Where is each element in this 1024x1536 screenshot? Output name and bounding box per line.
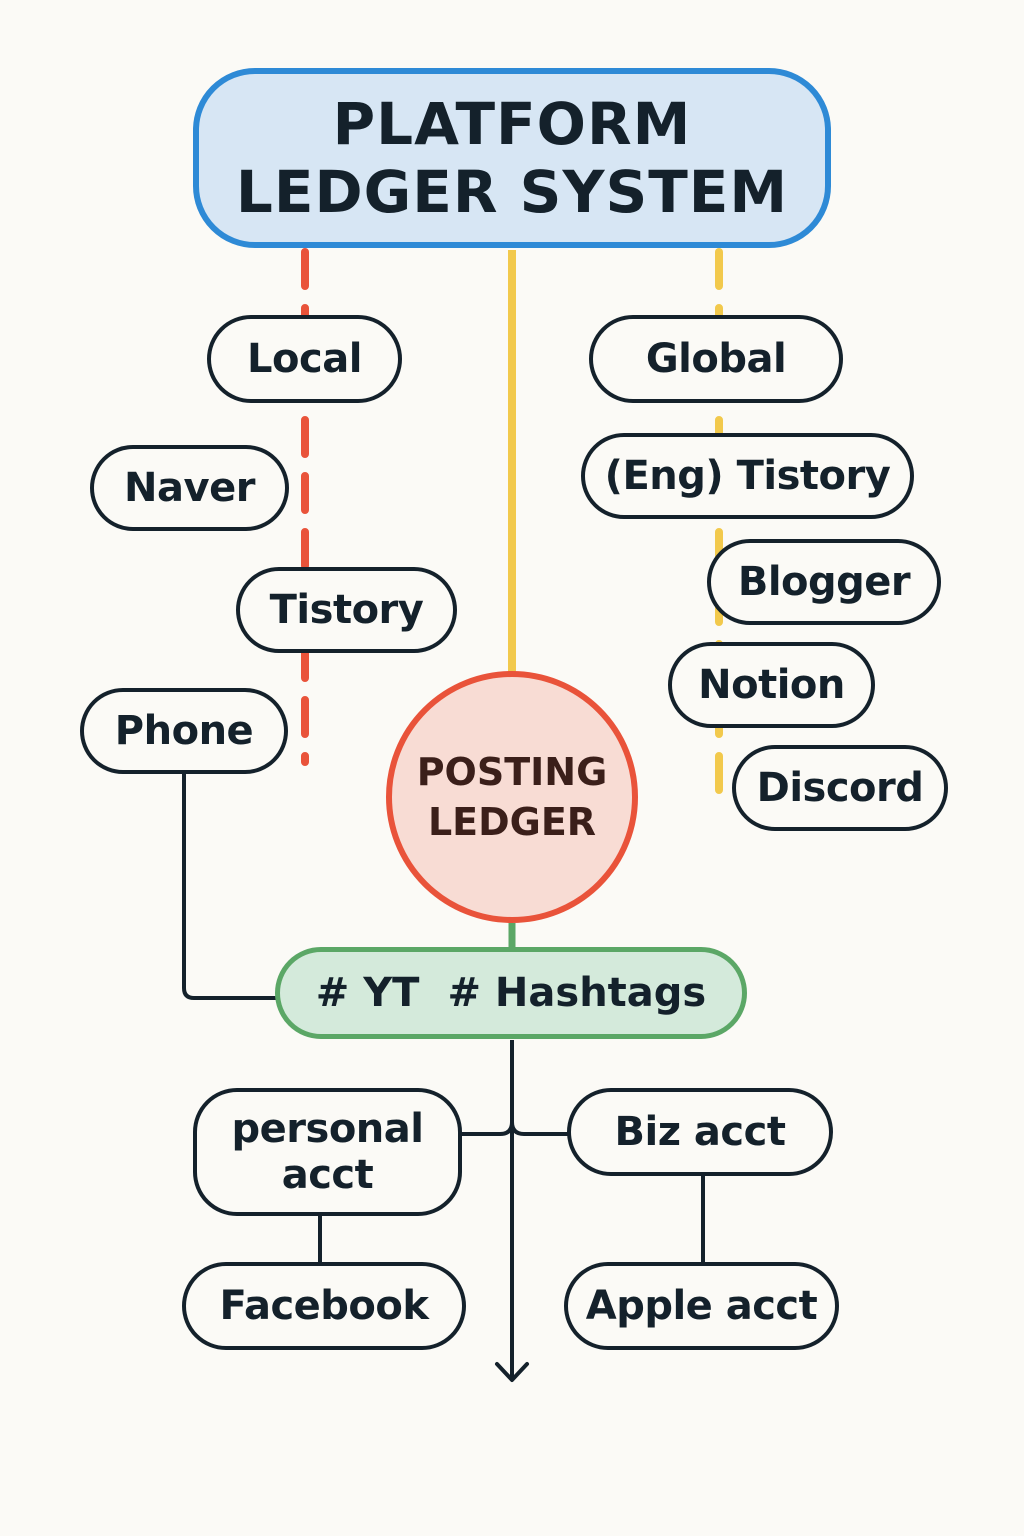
hashtags-box: # YT # Hashtags bbox=[275, 947, 747, 1039]
hub-line-1: POSTING bbox=[416, 750, 608, 794]
discord-node: Discord bbox=[732, 745, 948, 831]
biz-branch-connector bbox=[510, 1121, 568, 1136]
down-arrow-head bbox=[495, 1362, 529, 1382]
biz-acct-node: Biz acct bbox=[567, 1088, 833, 1176]
personal-acct-line-1: personal bbox=[231, 1106, 424, 1152]
global-node: Global bbox=[589, 315, 843, 403]
personal-acct-node: personal acct bbox=[193, 1088, 462, 1216]
title-box: PLATFORM LEDGER SYSTEM bbox=[193, 68, 831, 248]
hub-line-2: LEDGER bbox=[427, 800, 597, 844]
phone-node: Phone bbox=[80, 688, 288, 774]
apple-acct-node: Apple acct bbox=[564, 1262, 839, 1350]
local-node: Local bbox=[207, 315, 402, 403]
personal-branch-connector bbox=[460, 1121, 514, 1136]
blogger-node: Blogger bbox=[707, 539, 941, 625]
personal-acct-line-2: acct bbox=[281, 1152, 374, 1198]
posting-ledger-hub: POSTING LEDGER bbox=[386, 671, 638, 923]
yt-tag: # YT bbox=[315, 970, 420, 1016]
title-line-2: LEDGER SYSTEM bbox=[235, 158, 789, 226]
title-line-1: PLATFORM bbox=[332, 90, 692, 158]
notion-node: Notion bbox=[668, 642, 875, 728]
eng-tistory-node: (Eng) Tistory bbox=[581, 433, 914, 519]
tistory-node: Tistory bbox=[236, 567, 457, 653]
phone-to-tags-connector bbox=[182, 770, 278, 1000]
hashtags-tag: # Hashtags bbox=[447, 970, 707, 1016]
naver-node: Naver bbox=[90, 445, 289, 531]
facebook-node: Facebook bbox=[182, 1262, 466, 1350]
